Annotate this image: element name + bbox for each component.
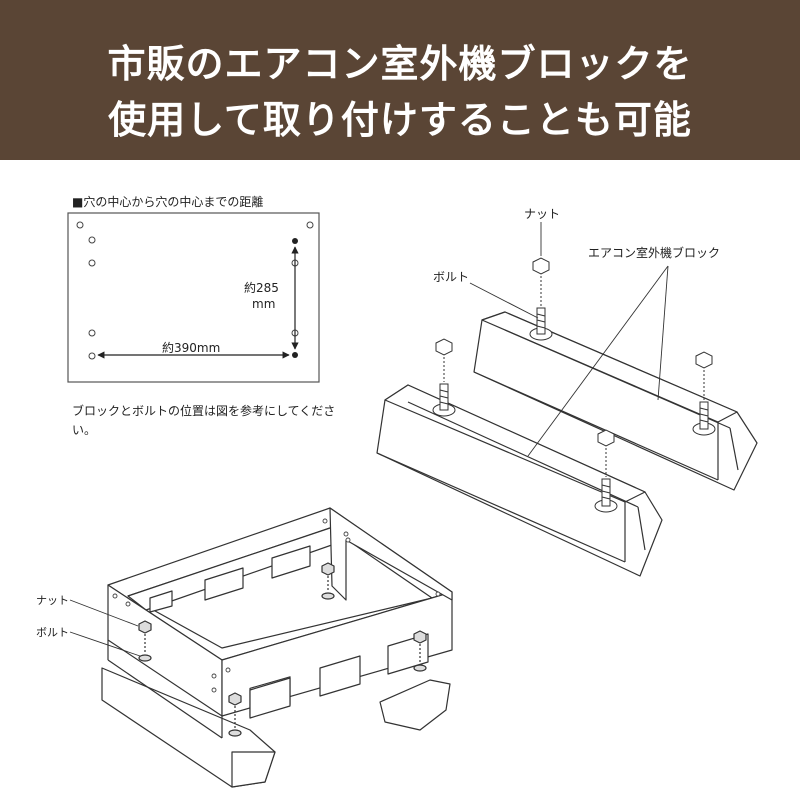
plate-heading: ■穴の中心から穴の中心までの距離 (72, 195, 264, 209)
depth-label-value: 約285 (244, 281, 279, 295)
hole-position-plate (67, 212, 320, 383)
bolts-and-nuts (432, 257, 716, 513)
header-banner: 市販のエアコン室外機ブロックを 使用して取り付けすることも可能 (0, 0, 800, 160)
frame-assembly (101, 507, 453, 788)
width-label: 約390mm (162, 341, 221, 355)
banner-line-2: 使用して取り付けすることも可能 (108, 98, 692, 142)
block-nut-label: ナット (524, 207, 561, 221)
frame-bolt-label: ボルト (36, 626, 69, 639)
frame-nut-label: ナット (36, 594, 69, 607)
depth-label-unit: mm (252, 297, 276, 311)
position-note: ブロックとボルトの位置は図を参考にしてください。 (72, 404, 336, 437)
leader-lines-blocks (469, 222, 669, 457)
block-assembly (376, 311, 758, 577)
block-bolt-label: ボルト (433, 270, 470, 284)
banner-line-1: 市販のエアコン室外機ブロックを (107, 42, 693, 86)
block-name-label: エアコン室外機ブロック (588, 246, 721, 260)
leader-lines-frame (69, 599, 141, 657)
